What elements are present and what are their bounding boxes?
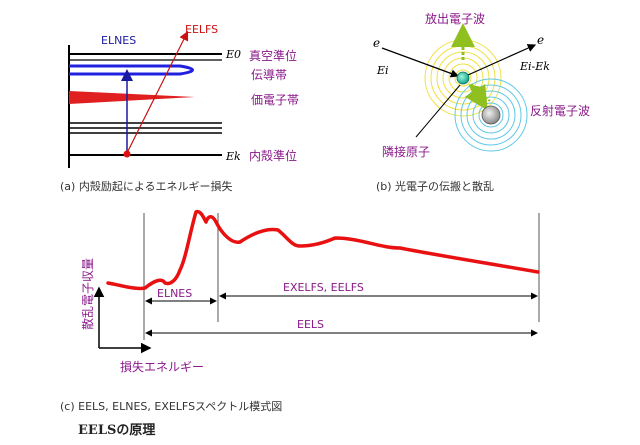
- x-axis-label: 損失エネルギー: [120, 359, 204, 374]
- spectrum-curve: [106, 209, 540, 291]
- core-electron-dot: [123, 150, 131, 158]
- outgoing-electron-arrow: [467, 44, 537, 76]
- neighbor-atom-pointer: [415, 84, 461, 138]
- exelfs-range-label: EXELFS, EELFS: [283, 281, 364, 294]
- neighbor-atom-label: 隣接原子: [382, 144, 430, 159]
- e0-label: E0: [225, 48, 241, 61]
- elnes-range-label: ELNES: [157, 287, 192, 300]
- reflected-wave-arrow: [468, 84, 491, 102]
- neighbor-atom: [481, 105, 501, 125]
- outgoing-e-label: e: [537, 33, 544, 47]
- reflected-wave-label: 反射電子波: [530, 103, 590, 118]
- valence-band-shape: [69, 91, 195, 104]
- panel-b-scattering-diagram: 放出電子波 反射電子波 隣接原子 e e Ei Ei-Ek: [373, 11, 590, 159]
- conduction-band-label: 伝導帯: [251, 68, 287, 82]
- incident-electron-arrow: [381, 47, 460, 78]
- reflected-wave-rings: [454, 78, 528, 152]
- conduction-band-shape: [69, 64, 194, 76]
- vacuum-level-label: 真空準位: [249, 48, 297, 63]
- caption-c: (c) EELS, ELNES, EXELFSスペクトル模式図: [60, 400, 283, 413]
- caption-b: (b) 光電子の伝搬と散乱: [376, 180, 495, 193]
- ek-label: Ek: [225, 150, 241, 163]
- caption-a: (a) 内殻励起によるエネルギー損失: [60, 180, 233, 193]
- eelfs-arrow: [126, 30, 189, 154]
- eelfs-label: EELFS: [185, 23, 218, 36]
- emitted-wave-label: 放出電子波: [425, 11, 485, 26]
- ei-ek-label: Ei-Ek: [519, 60, 550, 73]
- panel-c-spectrum: 散乱電子収量 損失エネルギー ELNES EXELFS, EELFS EELS: [80, 209, 540, 374]
- ei-label: Ei: [376, 64, 389, 77]
- panel-a-energy-diagram: ELNES EELFS E0 Ek 真空準位 伝導帯 価電子帯 内殻準位: [68, 23, 299, 168]
- y-axis-label: 散乱電子収量: [80, 258, 95, 330]
- figure-title: EELSの原理: [78, 423, 156, 438]
- emitting-atom: [456, 71, 470, 85]
- core-level-label: 内殻準位: [249, 148, 297, 163]
- eels-range-label: EELS: [297, 318, 324, 331]
- incident-e-label: e: [373, 36, 380, 50]
- elnes-label: ELNES: [101, 34, 136, 47]
- valence-band-label: 価電子帯: [251, 93, 299, 107]
